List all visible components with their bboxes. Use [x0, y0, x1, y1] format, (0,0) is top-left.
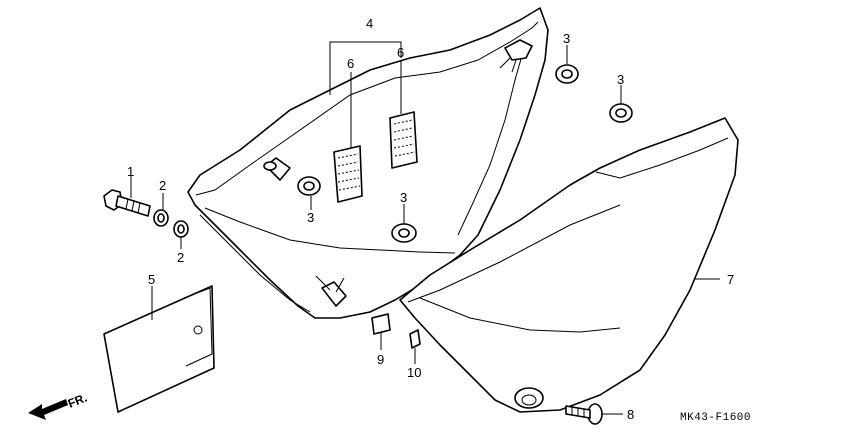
- right-side-cover: [399, 117, 739, 413]
- screw-part: [565, 403, 603, 425]
- label-7: 7: [727, 272, 734, 287]
- front-direction-arrow: FR.: [28, 391, 89, 420]
- label-3d: 3: [400, 190, 407, 205]
- washer-b: [173, 220, 189, 238]
- left-side-cover: [187, 7, 549, 319]
- decal-left: [333, 145, 363, 203]
- grommet-b: [609, 103, 633, 123]
- mount-peg-lower: [315, 275, 347, 307]
- leader-lines: [130, 41, 720, 415]
- label-4: 4: [366, 16, 373, 31]
- sticker-part: [371, 313, 391, 335]
- label-3a: 3: [563, 31, 570, 46]
- mount-peg-center: [263, 157, 291, 181]
- label-1: 1: [127, 164, 134, 179]
- direction-label: FR.: [66, 391, 89, 411]
- label-10: 10: [407, 365, 421, 380]
- label-6a: 6: [347, 56, 354, 71]
- label-9: 9: [377, 352, 384, 367]
- grommet-a: [555, 64, 579, 84]
- bolt-part: [103, 189, 151, 217]
- cover-hole: [514, 387, 544, 409]
- grommet-c: [297, 176, 321, 196]
- diagram-code: MK43-F1600: [680, 412, 751, 424]
- label-8: 8: [627, 407, 634, 422]
- label-3c: 3: [307, 210, 314, 225]
- tool-bag: [103, 285, 215, 413]
- clip-part: [409, 329, 421, 349]
- label-3b: 3: [617, 72, 624, 87]
- decal-right: [389, 111, 418, 169]
- label-5: 5: [148, 272, 155, 287]
- label-2a: 2: [159, 178, 166, 193]
- mount-boss-upper: [499, 39, 533, 73]
- washer-a: [153, 209, 169, 227]
- label-6b: 6: [397, 45, 404, 60]
- label-2b: 2: [177, 250, 184, 265]
- grommet-d: [391, 223, 417, 243]
